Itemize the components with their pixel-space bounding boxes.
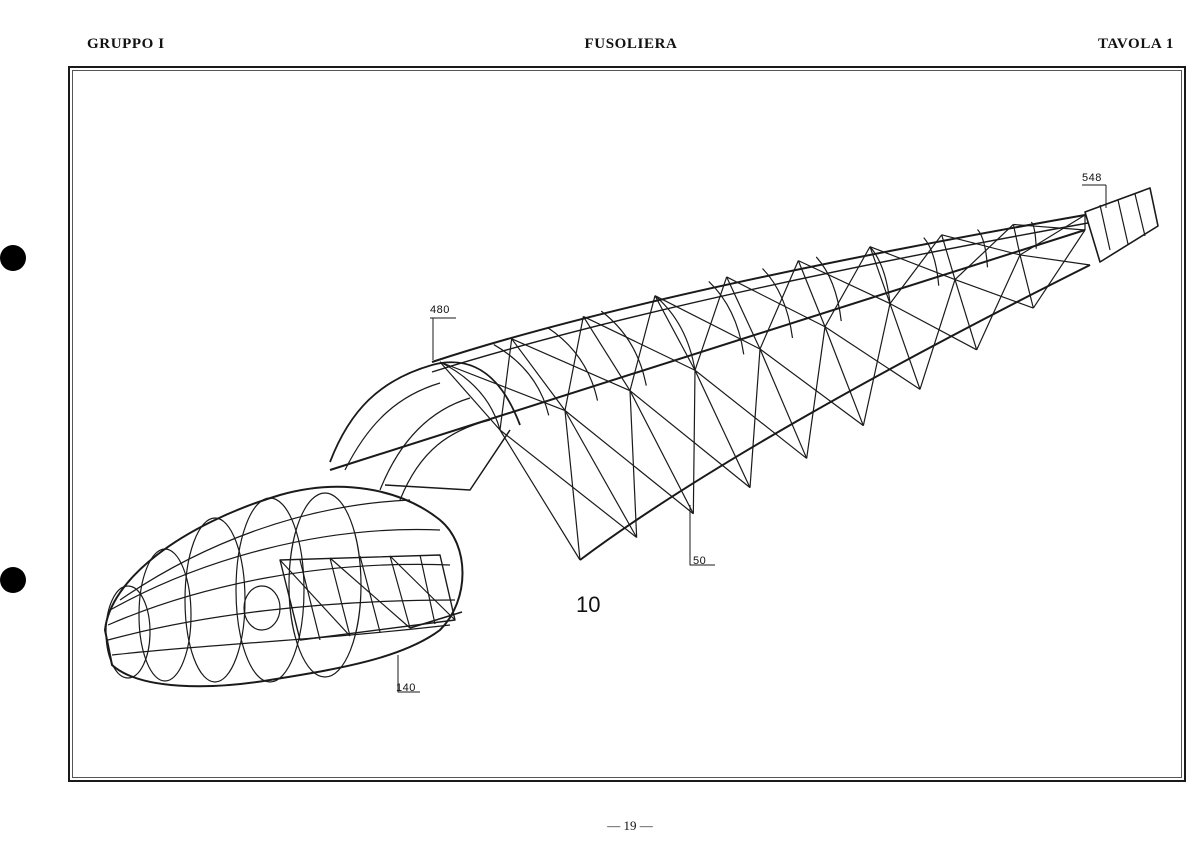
truss-member: [582, 316, 631, 392]
fuselage-frame: [654, 295, 696, 371]
binder-punch-hole: [0, 567, 26, 593]
truss-member: [629, 390, 694, 515]
part-callout-50: 50: [693, 555, 707, 567]
truss-member: [954, 279, 978, 351]
truss-member: [726, 276, 761, 350]
fuselage-frame: [815, 256, 842, 322]
truss-member: [1019, 254, 1091, 266]
fuselage-frame: [708, 280, 745, 355]
part-callout-548: 548: [1082, 172, 1102, 184]
truss-member: [806, 326, 826, 459]
truss-member: [889, 303, 921, 390]
page-number: — 19 —: [607, 818, 653, 833]
truss-member: [629, 390, 638, 538]
fuselage-frame: [493, 344, 550, 416]
truss-member: [889, 234, 943, 304]
truss-member: [1032, 229, 1086, 309]
truss-member: [499, 429, 638, 538]
truss-member: [629, 390, 751, 489]
truss-member: [629, 295, 656, 391]
truss-member: [654, 295, 761, 350]
truss-member: [694, 276, 728, 371]
truss-member: [889, 303, 977, 351]
truss-member: [1019, 214, 1086, 256]
truss-member: [694, 369, 808, 459]
truss-member: [759, 348, 808, 459]
part-callout-140: 140: [396, 682, 416, 694]
truss-member: [759, 348, 864, 427]
fuselage-frame: [547, 327, 599, 401]
truss-member: [1013, 223, 1086, 231]
truss-member: [511, 338, 566, 411]
truss-member: [869, 246, 891, 304]
truss-member: [499, 338, 513, 431]
header-section-title: FUSOLIERA: [584, 36, 678, 52]
fuselage-frame: [762, 268, 794, 339]
truss-member: [824, 326, 921, 390]
truss-member: [726, 276, 826, 328]
truss-member: [439, 361, 501, 431]
truss-member: [759, 260, 799, 350]
truss-member: [499, 429, 581, 561]
truss-member: [941, 234, 956, 280]
truss-member: [941, 234, 1021, 256]
truss-member: [583, 315, 696, 371]
part-callout-480: 480: [430, 304, 450, 316]
truss-member: [511, 338, 631, 392]
figure-number: 10: [576, 592, 601, 617]
truss-member: [564, 410, 638, 538]
truss-member: [919, 279, 956, 390]
truss-member: [694, 370, 751, 488]
truss-member: [954, 224, 1014, 281]
drawing-frame-inner: [72, 70, 1182, 778]
truss-member: [564, 316, 584, 411]
truss-member: [824, 326, 864, 426]
header-group-label: GRUPPO I: [87, 36, 165, 52]
truss-member: [824, 246, 871, 328]
truss-member: [749, 348, 761, 488]
truss-member: [869, 246, 956, 281]
truss-member: [862, 303, 891, 426]
truss-member: [1012, 224, 1021, 256]
header-plate-label: TAVOLA 1: [1097, 36, 1174, 52]
truss-member: [797, 260, 826, 327]
fuselage-frame: [439, 361, 501, 431]
fuselage-frame: [869, 246, 891, 304]
truss-member: [1019, 254, 1034, 309]
truss-member: [798, 260, 891, 305]
fuselage-frame: [977, 229, 989, 268]
truss-member: [976, 254, 1021, 351]
truss-member: [954, 279, 1034, 309]
truss-member: [564, 410, 694, 515]
truss-member: [654, 295, 696, 371]
binder-punch-hole: [0, 245, 26, 271]
truss-member: [692, 370, 696, 514]
truss-member: [564, 410, 581, 561]
fuselage-frame: [600, 310, 647, 386]
drawing-frame: [68, 66, 1186, 782]
fuselage-frame: [923, 237, 940, 286]
fuselage-frame: [1030, 221, 1037, 249]
